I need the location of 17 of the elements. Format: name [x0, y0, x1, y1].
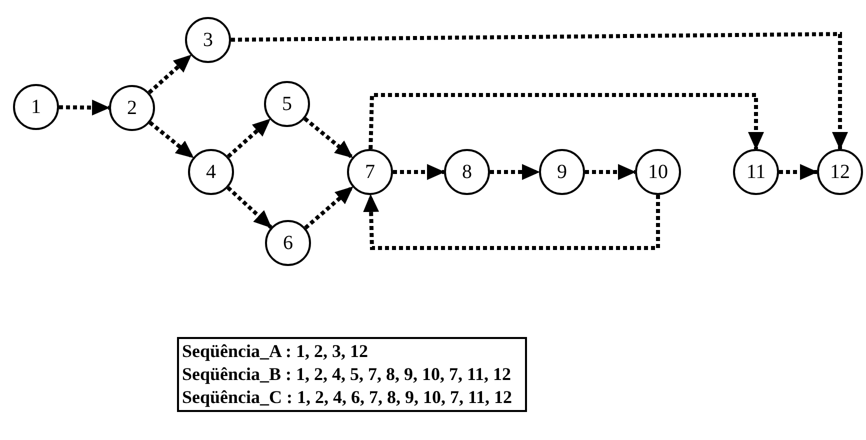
- dotted-arrow: [779, 164, 818, 180]
- dotted-arrow: [363, 194, 660, 250]
- sequence-text: Seqüência_B : 1, 2, 4, 5, 7, 8, 9, 10, 7, 11, 12: [182, 363, 512, 386]
- dotted-arrow: [368, 93, 764, 150]
- dotted-arrow: [585, 164, 636, 180]
- dotted-arrow: [304, 186, 354, 230]
- dotted-arrow: [393, 164, 445, 180]
- dotted-arrow: [148, 120, 194, 160]
- dotted-arrow: [490, 164, 540, 180]
- dotted-arrow: [304, 117, 354, 159]
- dotted-arrow: [148, 54, 192, 94]
- dotted-arrow: [58, 100, 110, 116]
- sequence-text: Seqüência_A : 1, 2, 3, 12: [182, 340, 370, 363]
- sequence-text: Seqüência_C : 1, 2, 4, 6, 7, 8, 9, 10, 7, 11, 12: [182, 386, 514, 409]
- dotted-arrow: [226, 118, 272, 158]
- dotted-arrow: [230, 32, 848, 150]
- dotted-arrow: [226, 186, 272, 229]
